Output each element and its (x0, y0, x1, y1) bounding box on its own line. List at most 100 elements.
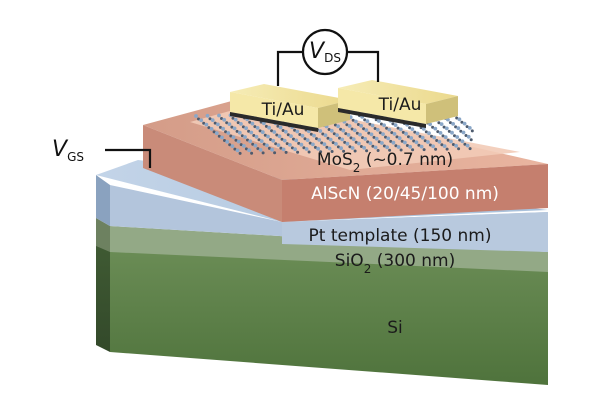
sulfur-atom (243, 135, 247, 139)
sulfur-atom (282, 138, 287, 143)
molybdenum-atom (224, 130, 228, 134)
sulfur-atom (259, 139, 264, 144)
sulfur-atom (300, 133, 305, 138)
vds-wire-left (276, 50, 303, 86)
sio2-label-sub: 2 (364, 262, 372, 276)
molybdenum-atom (197, 117, 200, 121)
sulfur-atom (260, 130, 265, 135)
sulfur-atom (311, 142, 315, 147)
sulfur-atom (460, 139, 465, 144)
molybdenum-atom (445, 147, 449, 151)
molybdenum-atom (447, 129, 451, 133)
molybdenum-atom (371, 144, 375, 148)
sulfur-atom (294, 138, 299, 143)
sulfur-atom (454, 143, 458, 148)
vgs-label-sub: GS (67, 150, 84, 164)
mos2-label-sub: 2 (353, 161, 361, 175)
molybdenum-atom (368, 122, 372, 126)
molybdenum-atom (250, 151, 254, 155)
sulfur-atom (305, 138, 310, 143)
vds-wire-right (347, 50, 380, 82)
molybdenum-atom (236, 121, 240, 125)
sulfur-atom (225, 139, 230, 144)
molybdenum-atom (230, 125, 234, 129)
molybdenum-atom (459, 129, 463, 133)
molybdenum-atom (460, 120, 464, 124)
sulfur-atom (393, 123, 398, 127)
molybdenum-atom (384, 135, 387, 139)
sulfur-atom (270, 147, 274, 152)
sulfur-atom (267, 125, 271, 130)
sulfur-atom (428, 122, 432, 127)
sulfur-atom (222, 117, 227, 122)
molybdenum-atom (309, 132, 313, 136)
sulfur-atom (334, 142, 338, 146)
molybdenum-atom (307, 150, 311, 154)
pt-label: Pt template (150 nm) (309, 226, 492, 246)
sulfur-atom (350, 146, 355, 150)
vds-meter-circle (301, 28, 349, 76)
molybdenum-atom (228, 143, 232, 147)
sulfur-atom (237, 130, 242, 135)
molybdenum-atom (458, 138, 462, 142)
sulfur-atom (438, 131, 443, 135)
molybdenum-atom (396, 126, 400, 130)
molybdenum-atom (465, 125, 469, 129)
contact-right-side (426, 96, 458, 124)
molybdenum-atom (308, 141, 312, 145)
sio2-label-base: SiO (335, 251, 364, 271)
molybdenum-atom (367, 131, 371, 135)
sulfur-atom (214, 131, 219, 136)
molybdenum-atom (284, 150, 288, 154)
sulfur-atom (359, 123, 363, 128)
molybdenum-atom (298, 133, 302, 136)
sulfur-atom (380, 141, 384, 145)
contact-left-front (230, 92, 318, 128)
molybdenum-atom (468, 147, 472, 151)
molybdenum-atom (331, 141, 335, 145)
molybdenum-atom (208, 117, 212, 121)
molybdenum-atom (362, 127, 366, 131)
sulfur-atom (374, 136, 379, 141)
sulfur-atom (421, 126, 426, 131)
molybdenum-atom (418, 134, 422, 138)
molybdenum-atom (213, 121, 217, 125)
molybdenum-atom (251, 142, 255, 146)
molybdenum-atom (379, 122, 383, 126)
sulfur-atom (437, 139, 442, 144)
molybdenum-atom (365, 149, 369, 153)
sio2-label-tail: (300 nm) (371, 251, 455, 271)
sulfur-atom (265, 143, 269, 148)
sulfur-atom (199, 118, 204, 123)
molybdenum-atom (428, 143, 432, 147)
molybdenum-atom (345, 123, 349, 127)
molybdenum-atom (363, 118, 367, 122)
sulfur-atom (247, 148, 252, 153)
molybdenum-atom (349, 136, 353, 140)
sulfur-atom (368, 141, 373, 146)
molybdenum-atom (436, 130, 440, 134)
sulfur-atom (217, 113, 221, 118)
molybdenum-atom (389, 139, 393, 143)
sulfur-atom (209, 126, 214, 131)
sulfur-atom (227, 122, 232, 126)
molybdenum-atom (401, 130, 405, 134)
sulfur-atom (369, 132, 374, 137)
sulfur-atom (194, 114, 198, 118)
molybdenum-atom (451, 143, 455, 146)
sulfur-atom (250, 121, 255, 126)
molybdenum-atom (395, 135, 399, 139)
molybdenum-atom (207, 126, 211, 130)
sio2-front-face (110, 226, 548, 272)
molybdenum-atom (442, 125, 446, 129)
alscn-front-face (282, 164, 548, 222)
sio2-layer: SiO2 (300 nm) (96, 218, 548, 276)
sulfur-atom (329, 128, 334, 133)
sulfur-atom (345, 141, 350, 146)
sulfur-atom (242, 144, 246, 148)
molybdenum-atom (411, 148, 415, 152)
sulfur-atom (232, 126, 237, 131)
sulfur-atom (231, 135, 236, 140)
sulfur-atom (323, 133, 328, 138)
sulfur-atom (220, 135, 224, 140)
